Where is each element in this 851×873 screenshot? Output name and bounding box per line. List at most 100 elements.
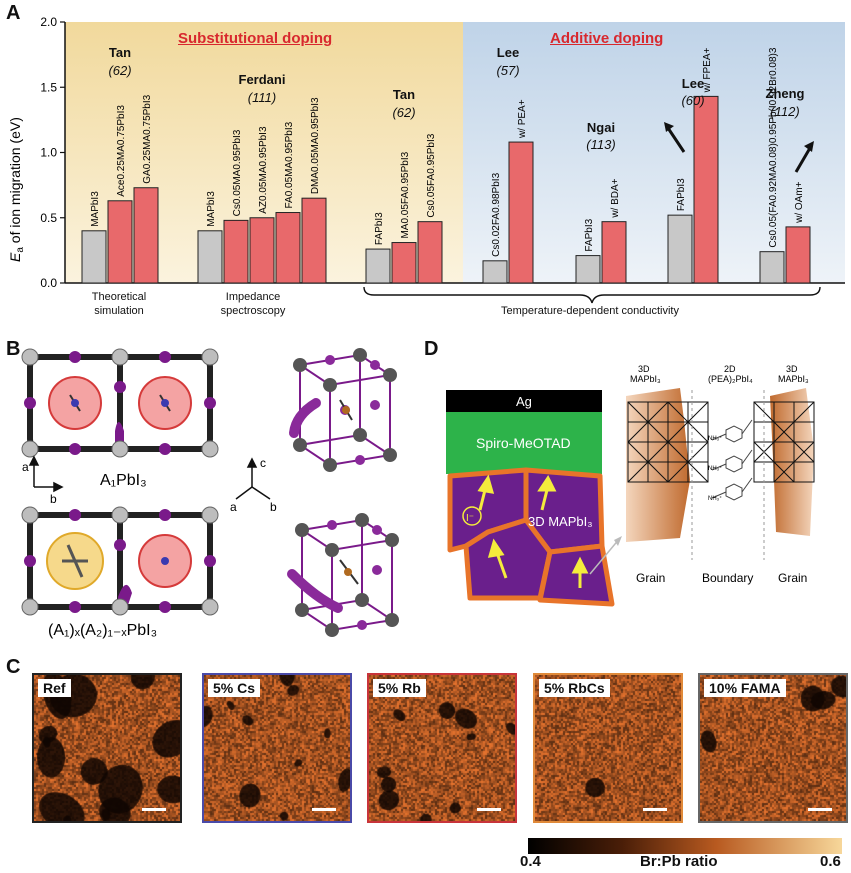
bar-label: DMA0.05MA0.95PbI3	[310, 97, 321, 194]
map-image	[204, 675, 350, 821]
method-label-impedance: Impedance spectroscopy	[198, 290, 308, 318]
bar	[482, 260, 508, 284]
method-label-theoretical: Theoretical simulation	[74, 290, 164, 318]
scale-bar	[643, 808, 667, 811]
octahedra-grid-left	[627, 401, 709, 483]
group-reference-label: (111)	[247, 90, 277, 105]
group-reference-label: (112)	[770, 104, 800, 119]
axis-c-label: c	[260, 456, 266, 470]
colorbar	[528, 838, 842, 854]
nh3-label: NH₃⁺	[708, 495, 722, 502]
right-3d-formula: MAPbI₃	[778, 374, 809, 384]
ion-migration-bar-chart: 0.00.51.01.52.0Ea of ion migration (eV) …	[7, 15, 845, 290]
bar	[133, 187, 159, 284]
bar-label: FAPbI3	[374, 212, 385, 245]
group-reference-label: (113)	[586, 137, 616, 152]
substitutional-doping-title: Substitutional doping	[178, 30, 333, 47]
bar-label: Cs0.02FA0.98PbI3	[491, 172, 502, 256]
method-line: spectroscopy	[220, 305, 286, 317]
mid-2d-label: 2D	[724, 364, 736, 374]
group-author-label: Lee	[496, 45, 520, 60]
scale-bar	[312, 808, 336, 811]
bar-label: Cs0.05(FA0.92MA0.08)0.95Pb(I0.92Br0.08)3	[768, 47, 779, 248]
left-3d-formula: MAPbI₃	[630, 374, 661, 384]
bar	[759, 251, 785, 284]
y-tick-label: 0.5	[40, 211, 57, 225]
colorbar-min-label: 0.4	[520, 853, 541, 870]
axes-icon	[235, 457, 271, 500]
group-reference-label: (57)	[496, 63, 520, 78]
bar	[301, 197, 327, 284]
bar	[107, 200, 133, 284]
lattice-a1pbi3	[21, 348, 219, 458]
right-3d-label: 3D	[786, 364, 798, 374]
bar-label: w/ OAm+	[794, 181, 805, 224]
perovskite-structure-diagrams: a b A₁PbI₃ (A₁)ₓ(A₂)₁₋ₓPbI₃	[21, 348, 399, 639]
boundary-label: Boundary	[702, 571, 753, 585]
bar-label: w/ BDA+	[610, 178, 621, 218]
map-label: 5% RbCs	[539, 679, 610, 697]
mid-2d-formula: (PEA)₂PbI₄	[708, 374, 753, 384]
group-author-label: Lee	[681, 76, 705, 91]
map-image	[535, 675, 681, 821]
bar-label: AZ0.05MA0.95PbI3	[258, 126, 269, 214]
map-image	[369, 675, 515, 821]
bar	[667, 214, 693, 284]
y-tick-label: 1.0	[40, 146, 57, 160]
octahedra-grid-right	[753, 401, 815, 483]
formula-mixed: (A₁)ₓ(A₂)₁₋ₓPbI₃	[48, 622, 157, 639]
method-line: Theoretical	[91, 291, 147, 303]
bar	[785, 226, 811, 284]
additive-doping-title: Additive doping	[550, 30, 664, 47]
bar	[391, 242, 417, 284]
bar	[417, 221, 443, 284]
axis-b-label: b	[50, 492, 57, 506]
arrow-icon	[794, 141, 814, 173]
bar-label: w/ FPEA+	[702, 47, 713, 93]
bar	[197, 230, 223, 284]
scale-bar	[477, 808, 501, 811]
nh3-label: NH₃⁺	[708, 465, 722, 472]
bar	[508, 141, 534, 284]
ag-layer	[446, 390, 602, 412]
cube-bottom	[287, 513, 399, 637]
grain-boundary-diagram: Ag Spiro-MeOTAD I⁻ 3D MAPbI₃	[446, 364, 815, 607]
scale-bar	[142, 808, 166, 811]
bar-label: MAPbI3	[206, 191, 217, 227]
brpb-map: 5% Rb	[367, 673, 517, 823]
arrow-icon	[477, 474, 589, 588]
y-axis-label: Ea of ion migration (eV)	[7, 117, 26, 262]
grain-label: 3D MAPbI₃	[528, 514, 593, 529]
iodide-ion-label: I⁻	[466, 513, 474, 524]
grain-left-label: Grain	[636, 571, 665, 585]
group-author-label: Zheng	[765, 86, 805, 101]
scale-bar	[808, 808, 832, 811]
lattice-mixed	[21, 506, 219, 616]
map-label: 5% Cs	[208, 679, 261, 697]
bar	[601, 221, 627, 284]
spiro-label: Spiro-MeOTAD	[476, 435, 571, 451]
bar	[275, 212, 301, 284]
axis-a-label: a	[230, 500, 237, 514]
group-author-label: Tan	[392, 87, 416, 102]
bar	[81, 230, 107, 284]
bar-label: FAPbI3	[584, 218, 595, 251]
temperature-bracket	[363, 286, 821, 304]
bar-label: Cs0.05FA0.95PbI3	[426, 133, 437, 217]
brpb-map: 5% Cs	[202, 673, 352, 823]
group-reference-label: (62)	[392, 105, 416, 120]
spiro-layer	[446, 412, 602, 474]
cube-top	[289, 348, 397, 472]
panel-label-b: B	[6, 338, 21, 360]
axis-a-label: a	[22, 460, 29, 474]
bar	[223, 219, 249, 284]
nh3-label: NH₃⁺	[708, 435, 722, 442]
bar	[693, 95, 719, 284]
bar-label: Ace0.25MA0.75PbI3	[116, 105, 127, 197]
bar	[365, 248, 391, 284]
bar-label: Cs0.05MA0.95PbI3	[232, 129, 243, 216]
colorbar-max-label: 0.6	[820, 853, 841, 870]
y-tick-label: 2.0	[40, 15, 57, 29]
panel-label-d: D	[424, 338, 439, 360]
